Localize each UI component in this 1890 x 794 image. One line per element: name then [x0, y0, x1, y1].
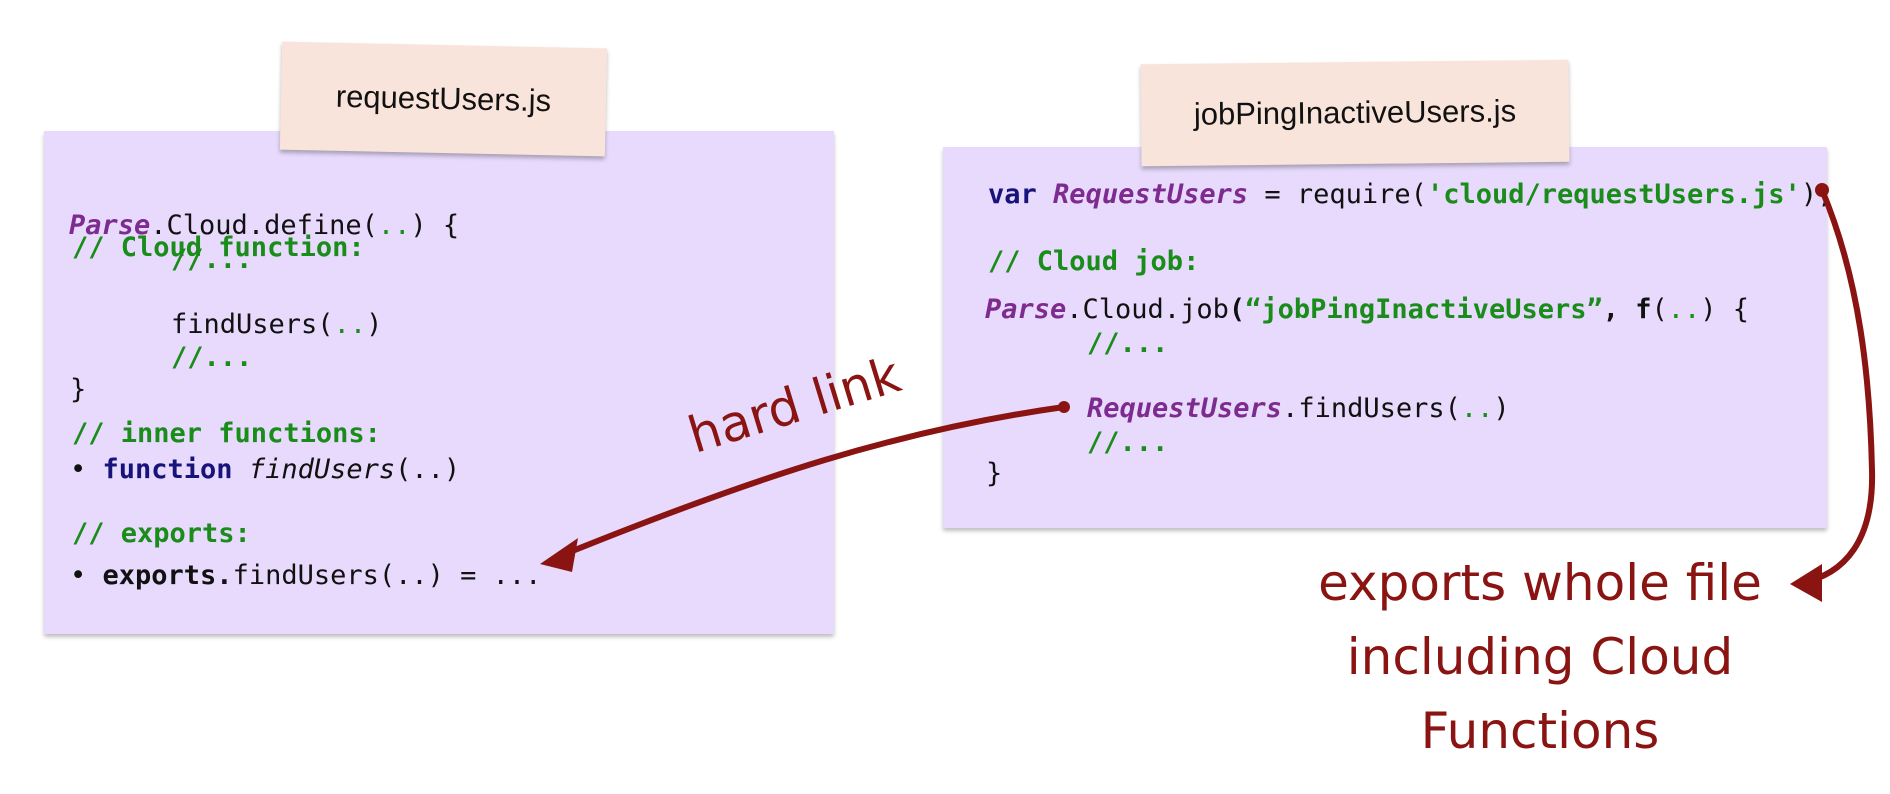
code-line: // inner functions: [72, 418, 381, 449]
code-line: // exports: [72, 518, 251, 549]
code-line: • function findUsers(..) [70, 454, 461, 485]
exports-arrowhead-icon [1790, 564, 1822, 602]
code-line: //... [171, 342, 253, 373]
code-line: Parse.Cloud.define(..) { [69, 210, 460, 241]
code-line: } [70, 374, 87, 405]
code-line: var RequestUsers = require('cloud/reques… [988, 179, 1833, 210]
hard-link-origin-dot [1058, 401, 1070, 413]
request-users-code: // Cloud function: [72, 168, 365, 296]
code-line: //... [171, 244, 253, 275]
code-line: Parse.Cloud.job(“jobPingInactiveUsers”, … [985, 294, 1750, 325]
request-users-panel [44, 131, 834, 634]
code-line: } [986, 458, 1003, 489]
exports-origin-dot [1815, 183, 1829, 197]
code-line: findUsers(..) [171, 309, 383, 340]
code-line: RequestUsers.findUsers(..) [1087, 393, 1510, 424]
code-line: // Cloud function: [72, 232, 365, 263]
code-line: //... [1087, 427, 1169, 458]
code-line: // Cloud job: [988, 246, 1200, 277]
exports-arrow [1797, 187, 1876, 586]
code-line: //... [1087, 328, 1169, 359]
job-ping-panel [943, 147, 1827, 528]
exports-note: exports whole file including Cloud Funct… [1318, 554, 1762, 760]
hard-link-arrow [557, 404, 1067, 559]
hard-link-arrowhead-icon [540, 538, 578, 572]
code-line: • exports.findUsers(..) = ... [70, 560, 542, 591]
